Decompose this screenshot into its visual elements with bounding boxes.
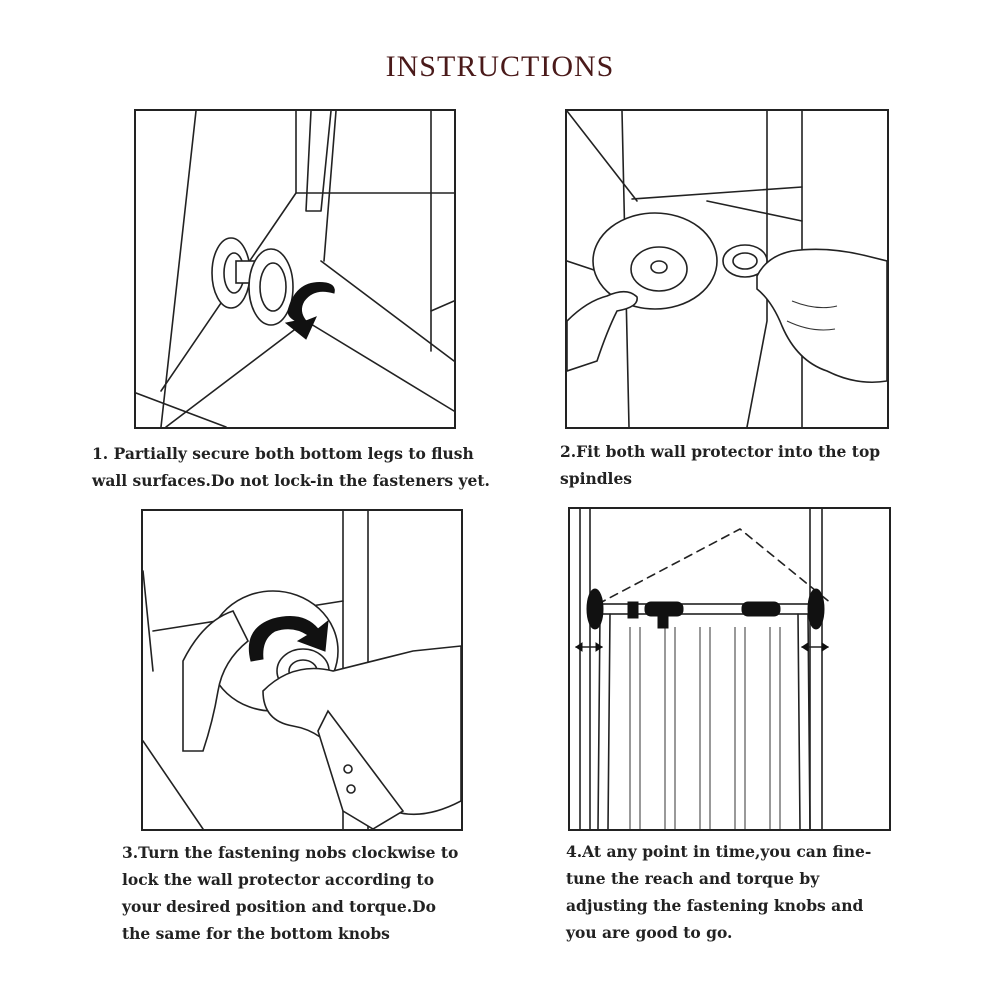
step-4-caption: 4.At any point in time,you can fine- tun… [566, 842, 872, 942]
clockwise-arrow-icon [248, 616, 329, 662]
clockwise-arrow-icon [284, 282, 335, 340]
step-1-caption: 1. Partially secure both bottom legs to … [92, 444, 490, 490]
step-1-illustration [134, 109, 456, 429]
double-arrow-icon [575, 642, 603, 652]
step-2-illustration [565, 109, 889, 429]
step-2-caption: 2.Fit both wall protector into the top s… [560, 442, 881, 488]
double-arrow-icon [801, 642, 829, 652]
step-4-illustration [568, 507, 891, 831]
page-title: INSTRUCTIONS [385, 50, 615, 83]
step-3-illustration [141, 509, 463, 831]
step-3-caption: 3.Turn the fastening nobs clockwise to l… [122, 843, 459, 943]
